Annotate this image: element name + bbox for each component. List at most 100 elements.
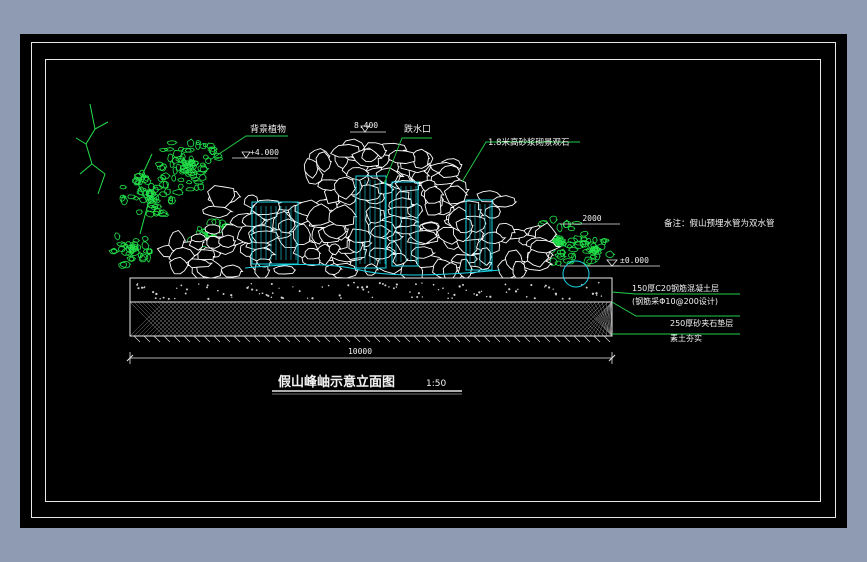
gravel-hatch-line bbox=[281, 301, 317, 337]
rock bbox=[241, 212, 266, 228]
soil-hatch-line bbox=[413, 335, 421, 343]
gravel-hatch-line bbox=[409, 301, 445, 337]
gravel-hatch-line bbox=[585, 301, 613, 337]
leaf bbox=[567, 225, 576, 232]
concrete-aggregate bbox=[504, 283, 507, 286]
leaf bbox=[148, 182, 156, 191]
gravel-hatch-line bbox=[609, 301, 613, 337]
rock bbox=[526, 248, 551, 268]
leaf bbox=[125, 250, 133, 257]
concrete-aggregate bbox=[514, 290, 518, 293]
concrete-aggregate bbox=[480, 290, 483, 293]
leaf bbox=[556, 249, 567, 255]
soil-hatch-line bbox=[553, 335, 561, 343]
concrete-aggregate bbox=[595, 292, 598, 295]
rock bbox=[315, 151, 332, 173]
leaf bbox=[171, 174, 177, 182]
rock bbox=[305, 203, 334, 226]
concrete-aggregate bbox=[198, 283, 200, 285]
gravel-hatch-line bbox=[353, 301, 389, 337]
gravel-hatch-line bbox=[461, 301, 497, 337]
leaf bbox=[179, 165, 189, 174]
leaf bbox=[129, 256, 135, 262]
leaf bbox=[194, 184, 200, 192]
leaf bbox=[108, 249, 121, 255]
gravel-hatch-line bbox=[429, 301, 465, 337]
soil-hatch-line bbox=[343, 335, 351, 343]
leaf bbox=[184, 147, 196, 153]
leaf bbox=[172, 188, 184, 196]
concrete-aggregate bbox=[451, 297, 453, 299]
concrete-aggregate bbox=[230, 294, 233, 297]
drawing-scale: 1:50 bbox=[426, 379, 446, 389]
leaf bbox=[159, 147, 169, 152]
gravel-hatch-line bbox=[165, 301, 201, 337]
leaf bbox=[114, 232, 121, 241]
soil-hatch-line bbox=[423, 335, 431, 343]
concrete-aggregate bbox=[489, 295, 492, 298]
leaf bbox=[127, 194, 137, 200]
soil-hatch-line bbox=[143, 335, 151, 343]
soil-hatch-line bbox=[173, 335, 181, 343]
rockery-stone-label: 1.8米高砂浆砌景观石 bbox=[488, 137, 570, 148]
leaf bbox=[160, 174, 167, 181]
gravel-hatch-line bbox=[573, 301, 609, 337]
concrete-aggregate bbox=[591, 292, 595, 295]
leaf bbox=[187, 138, 195, 148]
gravel-hatch-line bbox=[297, 301, 333, 337]
gravel-hatch-line bbox=[389, 301, 425, 337]
leaf bbox=[188, 155, 195, 163]
leaf bbox=[214, 157, 223, 161]
leaf bbox=[118, 246, 126, 253]
gravel-hatch-line bbox=[221, 301, 257, 337]
leaf bbox=[154, 161, 165, 168]
concrete-aggregate bbox=[465, 289, 467, 292]
concrete-aggregate bbox=[365, 285, 369, 289]
tree-branch bbox=[75, 103, 109, 195]
concrete-aggregate bbox=[353, 281, 355, 284]
concrete-aggregate bbox=[505, 291, 508, 293]
soil-hatch-line bbox=[543, 335, 551, 343]
concrete-aggregate bbox=[432, 283, 435, 286]
concrete-aggregate bbox=[311, 297, 314, 300]
leaf bbox=[218, 219, 227, 228]
gravel-hatch-line bbox=[205, 301, 241, 337]
leaf bbox=[141, 241, 150, 250]
cad-sheet: 10000 2000 ±0.000 8.400 +4.000 bbox=[20, 34, 847, 528]
tree-branch bbox=[137, 153, 161, 235]
soil-hatch-line bbox=[203, 335, 211, 343]
concrete-aggregate bbox=[327, 284, 330, 287]
concrete-aggregate bbox=[292, 286, 294, 288]
leaf bbox=[568, 247, 579, 253]
gravel-hatch-line bbox=[417, 301, 453, 337]
leaf bbox=[556, 223, 563, 233]
leaf bbox=[126, 255, 137, 262]
rock bbox=[364, 263, 379, 276]
gravel-hatch-line bbox=[273, 301, 309, 337]
gravel-hatch-line bbox=[437, 301, 473, 337]
leaf bbox=[580, 230, 589, 237]
leaf bbox=[141, 235, 150, 242]
concrete-aggregate bbox=[270, 282, 273, 285]
concrete-aggregate bbox=[136, 283, 139, 286]
rock bbox=[334, 176, 357, 200]
leaf bbox=[579, 240, 587, 248]
soil-hatch-line bbox=[573, 335, 581, 343]
leaf bbox=[568, 252, 576, 259]
waterfall bbox=[355, 175, 387, 269]
concrete-aggregate bbox=[154, 297, 157, 300]
drawing-title-block: 假山峰岫示意立面图 1:50 bbox=[272, 374, 462, 395]
gravel-hatch-line bbox=[553, 301, 589, 337]
leaf bbox=[132, 238, 141, 243]
top-elevation-text: 8.400 bbox=[354, 121, 378, 130]
leaf bbox=[198, 173, 207, 181]
leaf bbox=[552, 239, 560, 247]
rock bbox=[438, 164, 461, 178]
concrete-aggregate bbox=[415, 283, 417, 286]
gravel-hatch-line bbox=[465, 301, 501, 337]
gravel-hatch-line bbox=[265, 301, 301, 337]
gravel-hatch-line bbox=[261, 301, 297, 337]
right-height-text: 2000 bbox=[582, 214, 601, 223]
concrete-aggregate bbox=[356, 286, 359, 289]
concrete-aggregate bbox=[555, 294, 557, 296]
